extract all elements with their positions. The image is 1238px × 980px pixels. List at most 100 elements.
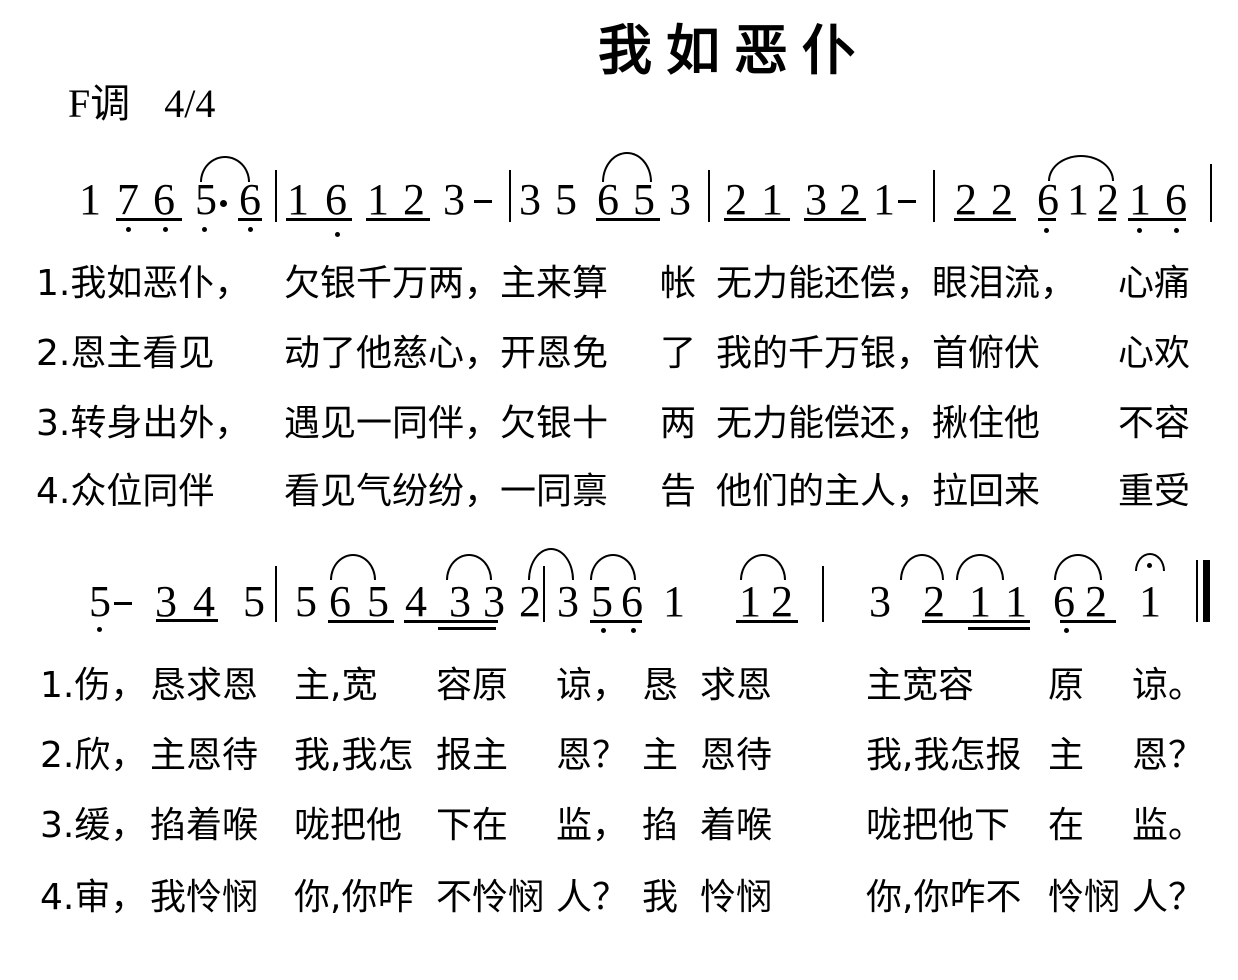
note: 3	[805, 175, 827, 224]
barline	[275, 566, 277, 622]
lyric-line-verse-1: 1.我如恶仆，	[36, 263, 251, 304]
note: 2	[725, 175, 747, 224]
tie-arc	[528, 548, 574, 580]
eighth-underline	[366, 218, 430, 221]
note: 6	[239, 175, 261, 224]
note: 5	[295, 577, 317, 626]
note: 3	[483, 577, 505, 626]
note: 1	[1067, 175, 1089, 224]
lyric-segment: 看见气纷纷，一同禀	[284, 471, 609, 512]
note: 3	[155, 577, 177, 626]
lyric-segment: 你,你咋不	[866, 877, 1022, 918]
lyric-segment: 你,你咋	[294, 877, 414, 918]
key-signature: F调	[68, 81, 131, 126]
eighth-underline	[954, 218, 1016, 221]
note: 1	[873, 175, 895, 224]
low-octave-dot	[1044, 228, 1049, 233]
eighth-underline	[596, 218, 660, 221]
low-octave-dot	[1064, 628, 1069, 633]
lyric-segment: 我的千万银，首俯伏	[716, 333, 1041, 374]
lyric-segment: 恩？	[1132, 735, 1205, 776]
augmentation-dot	[220, 200, 227, 207]
lyric-segment: 无力能偿还，揪住他	[716, 403, 1041, 444]
lyric-segment: 恳求恩	[150, 665, 259, 706]
eighth-underline	[156, 619, 218, 622]
verse-number: 4.	[36, 471, 71, 512]
eighth-underline	[736, 620, 798, 623]
slur-arc	[956, 554, 1004, 580]
note: 2	[955, 175, 977, 224]
note: 3	[519, 175, 541, 224]
lyric-segment: 我怜悯	[150, 877, 259, 918]
eighth-underline	[286, 218, 352, 221]
lyric-segment: 下在	[436, 805, 509, 846]
note: 2	[771, 577, 793, 626]
lyric-line-verse-1: 1.伤，	[40, 665, 147, 706]
verse-number: 1.	[40, 665, 75, 706]
lyric-segment: 原	[1048, 665, 1085, 706]
note: 2	[1097, 175, 1119, 224]
lyric-line-verse-2: 2.恩主看见	[36, 333, 215, 374]
note: 3	[557, 577, 579, 626]
eighth-underline	[328, 620, 394, 623]
lyric-segment: 遇见一同伴，欠银十	[284, 403, 609, 444]
note: 5	[195, 175, 217, 224]
sixteenth-underline	[438, 627, 496, 630]
fermata-icon	[1135, 553, 1165, 571]
extension-dash	[898, 200, 916, 203]
note: 3	[869, 577, 891, 626]
lyric-segment: 着喉	[700, 805, 773, 846]
lyric-segment: 心欢	[1118, 333, 1191, 374]
note: 1	[367, 175, 389, 224]
barline	[933, 170, 935, 222]
key-and-time-signature: F调 4/4	[68, 84, 215, 124]
low-octave-dot	[1174, 228, 1179, 233]
sixteenth-underline	[968, 627, 1030, 630]
note: 6	[329, 577, 351, 626]
note: 1	[739, 577, 761, 626]
lyric-segment: 恩待	[700, 735, 773, 776]
verse-number: 2.	[36, 333, 71, 374]
note: 5	[367, 577, 389, 626]
note: 5	[591, 577, 613, 626]
note: 3	[449, 577, 471, 626]
eighth-underline	[922, 620, 1030, 623]
lyric-segment: 谅。	[1132, 665, 1205, 706]
lyric-segment: 帐	[660, 263, 697, 304]
note: 1	[663, 577, 685, 626]
lyric-segment: 主,宽	[294, 665, 378, 706]
lyric-segment: 谅，	[556, 665, 629, 706]
lyric-line-verse-2: 2.欣，	[40, 735, 147, 776]
lyric-segment: 掐	[642, 805, 679, 846]
note: 1	[287, 175, 309, 224]
lyric-segment: 了	[660, 333, 697, 374]
note: 7	[117, 175, 139, 224]
lyric-line-verse-4: 4.众位同伴	[36, 471, 215, 512]
lyric-segment: 恩？	[556, 735, 629, 776]
note: 5	[89, 577, 111, 626]
eighth-underline	[404, 620, 498, 623]
lyric-segment: 重受	[1118, 471, 1191, 512]
lyric-segment: 恳	[642, 665, 679, 706]
note: 4	[193, 577, 215, 626]
note: 6	[1037, 175, 1059, 224]
note: 4	[405, 577, 427, 626]
time-signature: 4/4	[164, 81, 216, 126]
sixteenth-underline	[1098, 218, 1116, 221]
note: 6	[621, 577, 643, 626]
low-octave-dot	[248, 227, 253, 232]
low-octave-dot	[126, 227, 131, 232]
note: 5	[243, 577, 265, 626]
lyric-segment: 主	[642, 735, 679, 776]
slur-arc	[900, 554, 944, 580]
note: 1	[1139, 577, 1161, 626]
lyric-segment: 主宽容	[866, 665, 975, 706]
lyric-segment: 无力能还偿，眼泪流，	[716, 263, 1077, 304]
barline	[275, 170, 277, 222]
note: 3	[443, 175, 465, 224]
lyric-segment: 我,我怎	[294, 735, 414, 776]
lyric-line-verse-4: 4.审，	[40, 877, 147, 918]
lyric-segment: 欠银千万两，主来算	[284, 263, 609, 304]
low-octave-dot	[97, 627, 102, 632]
barline	[543, 566, 545, 622]
